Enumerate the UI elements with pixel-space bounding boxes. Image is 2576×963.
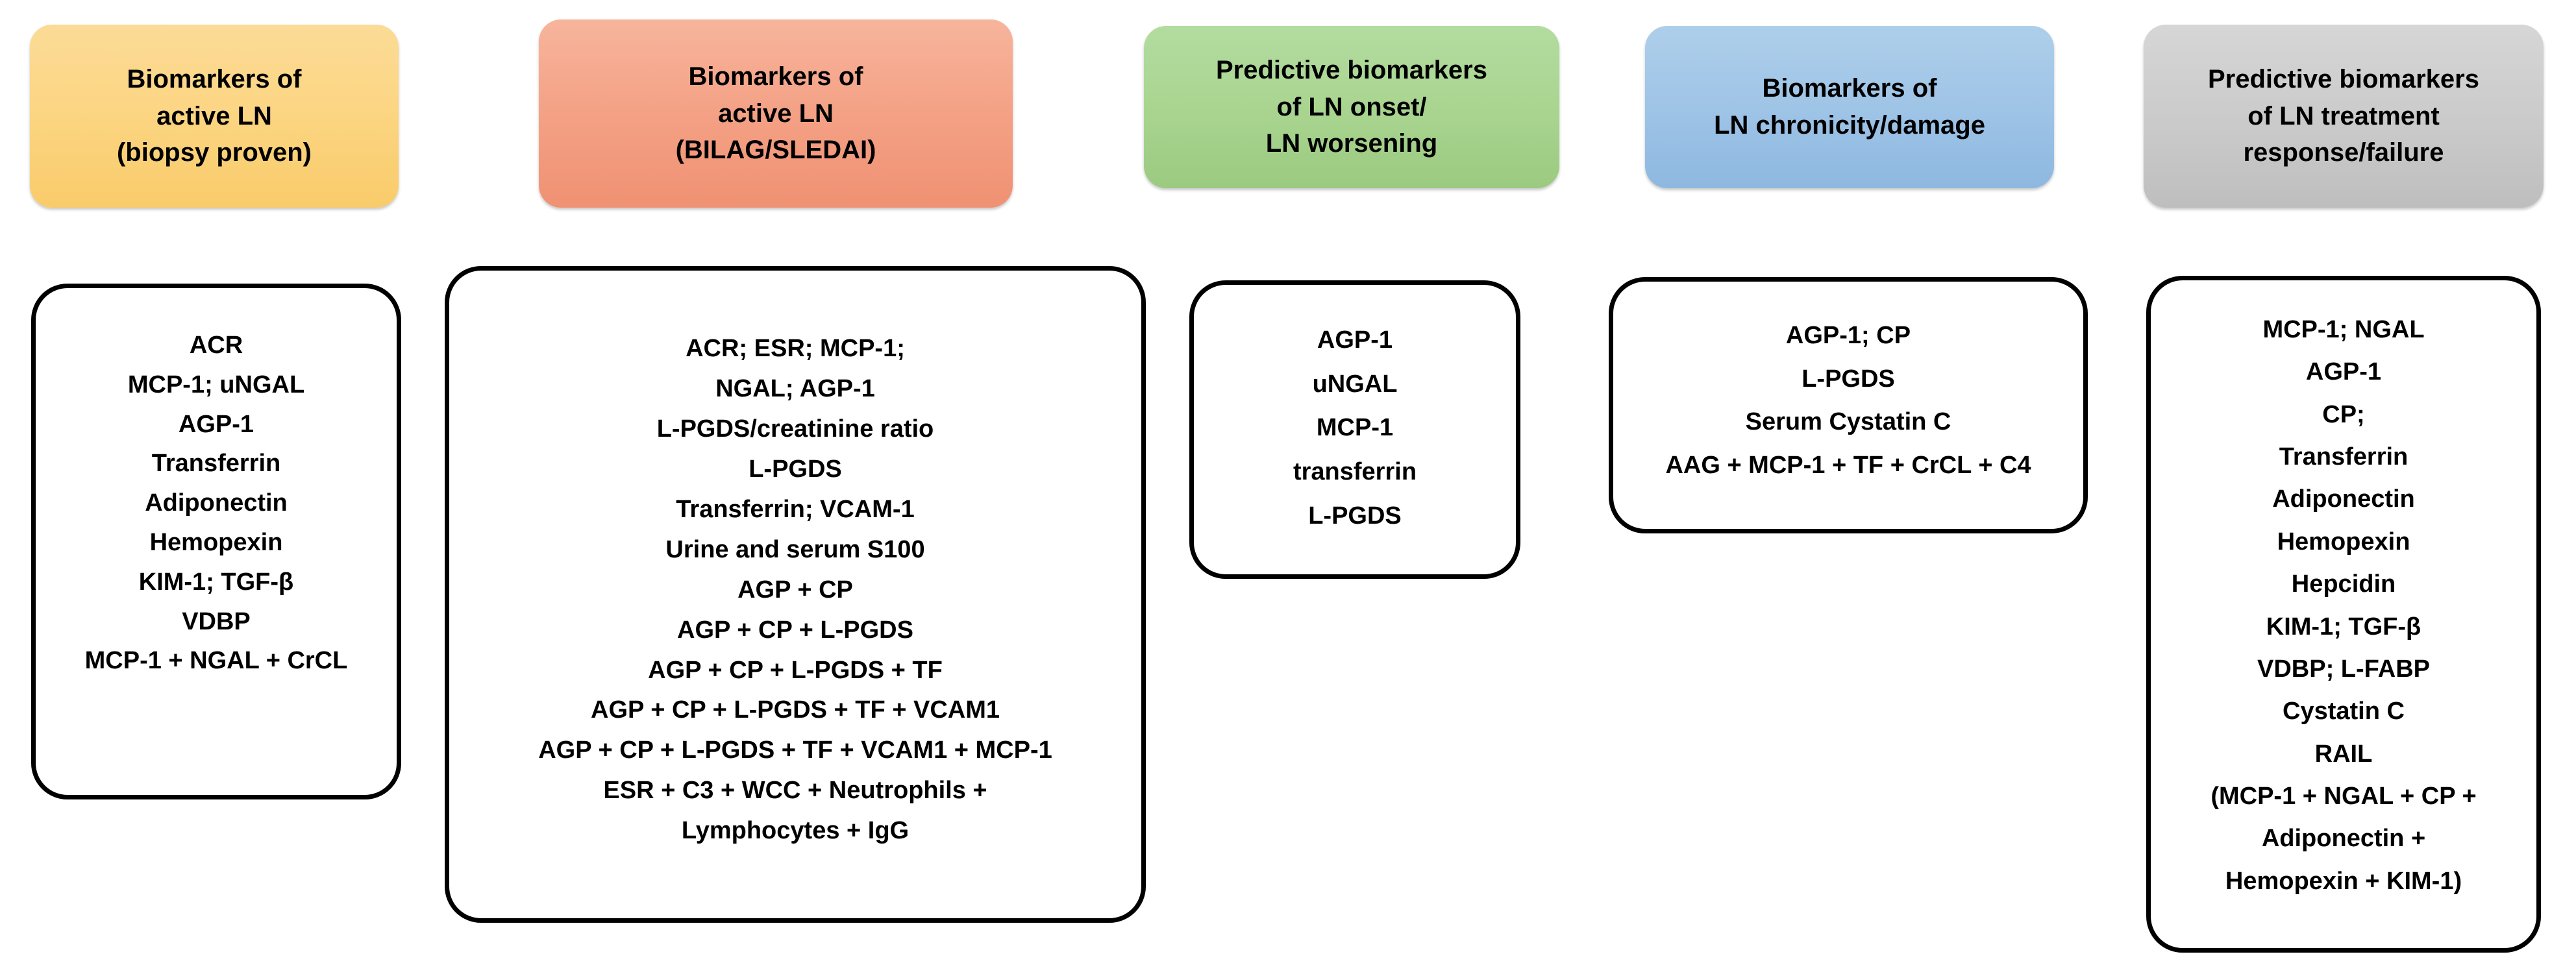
biomarker-item: AGP + CP + L-PGDS [677, 616, 913, 644]
biomarker-item: L-PGDS/creatinine ratio [656, 415, 934, 443]
biomarker-item: Hemopexin [149, 528, 283, 556]
biomarker-item: VDBP; L-FABP [2257, 655, 2430, 683]
biomarker-item: AGP-1 [178, 410, 254, 438]
biomarker-item: Urine and serum S100 [665, 535, 925, 563]
category-header-line: response/failure [2243, 138, 2444, 167]
biomarker-item: ACR; ESR; MCP-1; [686, 335, 905, 362]
biomarker-item: MCP-1; NGAL [2262, 316, 2425, 343]
biomarker-item: AAG + MCP-1 + TF + CrCL + C4 [1665, 451, 2031, 479]
biomarker-item: ACR [189, 332, 243, 359]
category-header-line: active LN [156, 101, 272, 130]
biomarker-item: L-PGDS [749, 455, 842, 483]
category-header-col1: Biomarkers of active LN (biopsy proven) [30, 25, 399, 208]
biomarker-item: Adiponectin + [2261, 825, 2426, 853]
category-header-line: (BILAG/SLEDAI) [675, 136, 876, 165]
biomarker-item: Lymphocytes + IgG [681, 817, 910, 845]
biomarker-item: AGP-1 [1317, 326, 1393, 354]
biomarker-item: KIM-1; TGF-β [2266, 613, 2421, 640]
biomarker-list-col1: ACR MCP-1; uNGAL AGP-1 Transferrin Adipo… [31, 284, 401, 799]
category-header-line: LN worsening [1265, 129, 1438, 158]
biomarker-item: AGP + CP + L-PGDS + TF + VCAM1 + MCP-1 [538, 737, 1052, 764]
biomarker-item: Hepcidin [2291, 570, 2396, 598]
biomarker-item: RAIL [2314, 740, 2373, 768]
biomarker-item: (MCP-1 + NGAL + CP + [2211, 782, 2477, 810]
biomarker-item: AGP + CP [737, 576, 853, 603]
biomarker-item: uNGAL [1312, 370, 1398, 398]
biomarker-item: AGP-1; CP [1785, 322, 1911, 349]
category-header-col2: Biomarkers of active LN (BILAG/SLEDAI) [539, 19, 1013, 208]
category-header-col5: Predictive biomarkers of LN treatment re… [2144, 25, 2544, 208]
biomarker-item: AGP-1 [2305, 358, 2382, 386]
biomarker-list-col2: ACR; ESR; MCP-1; NGAL; AGP-1 L-PGDS/crea… [445, 266, 1146, 923]
biomarker-item: Serum Cystatin C [1745, 408, 1951, 435]
category-header-col3: Predictive biomarkers of LN onset/ LN wo… [1144, 26, 1559, 188]
biomarker-item: ESR + C3 + WCC + Neutrophils + [603, 777, 987, 805]
category-header-line: of LN treatment [2248, 101, 2440, 130]
category-header-line: (biopsy proven) [116, 138, 312, 167]
category-header-line: Predictive biomarkers [2208, 64, 2479, 93]
biomarker-item: AGP + CP + L-PGDS + TF + VCAM1 [591, 696, 1000, 724]
biomarker-item: L-PGDS [1802, 365, 1895, 393]
biomarker-item: Transferrin [151, 450, 281, 478]
biomarker-item: KIM-1; TGF-β [138, 568, 294, 596]
biomarker-item: Cystatin C [2283, 698, 2405, 725]
biomarker-list-col3: AGP-1 uNGAL MCP-1 transferrin L-PGDS [1189, 280, 1520, 579]
category-header-line: Biomarkers of [127, 64, 302, 93]
biomarker-item: Hemopexin + KIM-1) [2225, 867, 2462, 895]
biomarker-item: transferrin [1293, 457, 1417, 485]
biomarker-item: Adiponectin [145, 489, 288, 517]
biomarker-item: Transferrin; VCAM-1 [676, 495, 915, 523]
biomarker-item: Adiponectin [2272, 485, 2415, 513]
biomarker-item: CP; [2322, 400, 2365, 428]
category-header-col4: Biomarkers of LN chronicity/damage [1645, 26, 2054, 188]
biomarker-item: Hemopexin [2277, 528, 2410, 555]
biomarker-item: NGAL; AGP-1 [715, 374, 875, 402]
biomarker-item: L-PGDS [1308, 502, 1402, 530]
biomarker-item: MCP-1 + NGAL + CrCL [84, 647, 348, 675]
biomarker-item: MCP-1; uNGAL [127, 371, 305, 398]
category-header-line: of LN onset/ [1276, 92, 1427, 121]
biomarker-item: MCP-1 [1316, 414, 1394, 442]
category-header-line: LN chronicity/damage [1714, 111, 1985, 140]
category-header-line: Biomarkers of [1762, 74, 1937, 103]
category-header-line: Predictive biomarkers [1216, 55, 1487, 84]
category-header-line: Biomarkers of [688, 62, 863, 91]
biomarker-item: AGP + CP + L-PGDS + TF [648, 656, 943, 684]
biomarker-list-col4: AGP-1; CP L-PGDS Serum Cystatin C AAG + … [1609, 277, 2088, 533]
biomarker-list-col5: MCP-1; NGAL AGP-1 CP; Transferrin Adipon… [2146, 276, 2541, 953]
category-header-line: active LN [718, 99, 834, 128]
biomarker-item: VDBP [182, 607, 251, 635]
biomarker-item: Transferrin [2279, 443, 2409, 471]
